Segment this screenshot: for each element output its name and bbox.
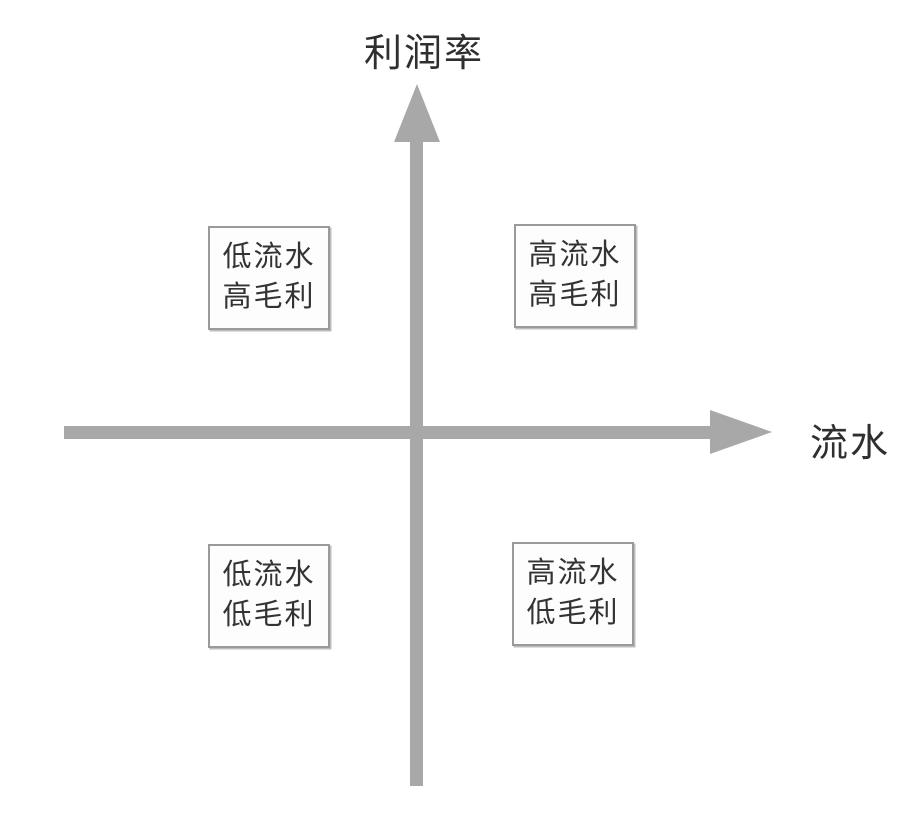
right-arrowhead-icon	[710, 410, 772, 454]
x-axis-line	[64, 426, 712, 439]
y-axis-line	[410, 128, 423, 786]
x-axis-label: 流水	[810, 423, 891, 465]
quadrant-label-line: 高毛利	[528, 279, 622, 311]
quadrant-box-top-left: 低流水 高毛利	[208, 226, 330, 330]
quadrant-label-line: 低流水	[222, 241, 316, 274]
quadrant-label-line: 低流水	[222, 559, 316, 592]
quadrant-label-line: 低毛利	[222, 599, 316, 631]
quadrant-box-bottom-left: 低流水 低毛利	[208, 544, 330, 648]
quadrant-box-bottom-right: 高流水 低毛利	[512, 542, 634, 646]
quadrant-label-line: 高流水	[528, 239, 622, 272]
quadrant-label-line: 高毛利	[222, 281, 316, 313]
quadrant-box-top-right: 高流水 高毛利	[514, 224, 636, 328]
quadrant-label-line: 低毛利	[526, 597, 620, 629]
quadrant-label-line: 高流水	[526, 557, 620, 590]
y-axis-label: 利润率	[364, 33, 485, 75]
up-arrowhead-icon	[394, 84, 440, 142]
